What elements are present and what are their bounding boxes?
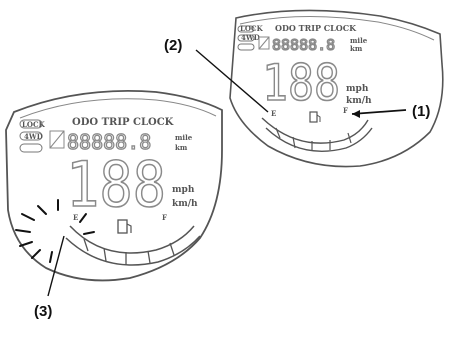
front-display-panel: LOCK 4WD ODO TRIP CLOCK 88888.8 mile km …	[5, 90, 223, 282]
callout-3: (3)	[34, 235, 65, 320]
back-indicator-4wd: 4WD	[241, 33, 260, 42]
blinking-indicator-rays	[15, 199, 95, 263]
front-speed-digits: 188	[66, 148, 166, 221]
front-speed-unit-kmh: km/h	[172, 199, 198, 209]
back-fuel-pump-icon	[309, 111, 321, 123]
back-odo-unit-km: km	[350, 44, 363, 53]
back-display-panel: LOCK 4WD ODO TRIP CLOCK 88888.8 mile km …	[229, 9, 444, 168]
front-odometer-digits: 88888.8	[67, 130, 151, 154]
front-speed-unit-mph: mph	[172, 185, 195, 195]
front-indicator-group: LOCK 4WD	[19, 119, 46, 153]
back-fuel-empty-mark: E	[271, 109, 276, 118]
back-indicator-lock: LOCK	[240, 24, 264, 33]
back-display-housing	[229, 9, 444, 168]
back-indicator-group: LOCK 4WD	[237, 24, 264, 51]
callout-1-label: (1)	[412, 103, 430, 120]
back-speed-unit-kmh: km/h	[346, 96, 372, 106]
front-fuel-empty-mark: E	[73, 213, 78, 222]
callout-3-label: (3)	[34, 303, 52, 320]
front-fuel-full-mark: F	[162, 213, 167, 222]
back-speed-unit-mph: mph	[346, 84, 369, 94]
callout-2: (2)	[164, 37, 269, 113]
callout-2-label: (2)	[164, 37, 182, 54]
front-indicator-lock: LOCK	[22, 120, 46, 129]
back-speed-digits: 188	[262, 54, 340, 112]
front-top-labels: ODO TRIP CLOCK	[72, 117, 174, 128]
front-fuel-pump-icon	[117, 219, 132, 234]
callout-1: (1)	[351, 103, 430, 120]
back-fuel-gauge: E F	[261, 106, 373, 152]
front-odo-unit-mile: mile	[175, 133, 193, 142]
back-fuel-full-mark: F	[343, 106, 348, 115]
back-odo-unit-mile: mile	[350, 36, 368, 45]
front-fuel-gauge: E F	[65, 213, 201, 266]
back-top-labels: ODO TRIP CLOCK	[275, 23, 357, 33]
back-odometer-digits: 88888.8	[272, 36, 335, 54]
front-display-housing	[5, 90, 223, 282]
front-indicator-4wd: 4WD	[24, 132, 43, 141]
front-odo-unit-km: km	[175, 143, 188, 152]
